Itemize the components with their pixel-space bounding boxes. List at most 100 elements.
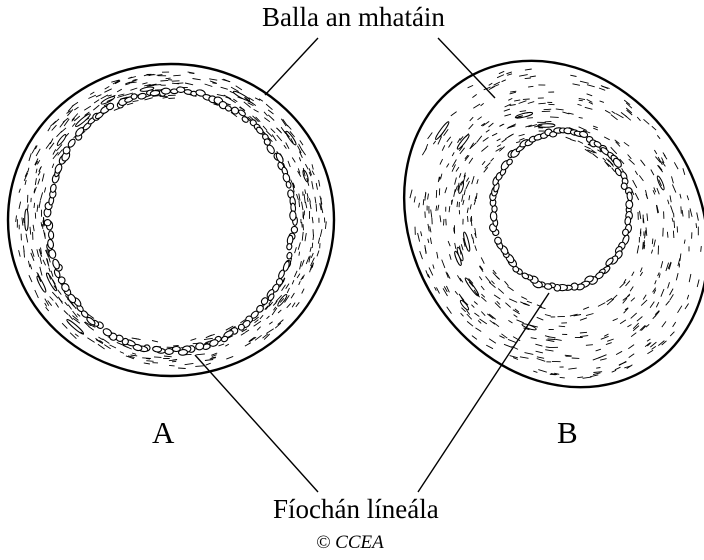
muscle-fibre-dash <box>209 79 217 80</box>
muscle-fibre-dash <box>580 336 588 337</box>
muscle-fibre-dash <box>625 115 631 120</box>
muscle-fibre-dash <box>467 314 472 319</box>
muscle-fibre-dash <box>593 372 602 373</box>
muscle-fibre-dash <box>87 338 94 343</box>
muscle-fibre-dash <box>428 224 429 231</box>
muscle-fibre-dash <box>607 339 614 341</box>
muscle-fibre-dash <box>305 233 306 241</box>
muscle-fibre-dash <box>670 332 674 336</box>
muscle-fibre-dash <box>519 134 525 136</box>
muscle-fibre-dash <box>475 245 477 250</box>
muscle-fibre-dash <box>505 303 510 308</box>
muscle-fibre-dash <box>52 125 57 130</box>
muscle-fibre-dash <box>643 242 644 250</box>
muscle-fibre-dash <box>671 206 674 214</box>
muscle-fibre-dash <box>489 123 494 127</box>
muscle-fibre-dash <box>33 225 34 231</box>
muscle-fibre-dash <box>236 86 242 90</box>
muscle-fibre-dash <box>120 352 124 354</box>
muscle-fibre-dash <box>449 206 450 212</box>
muscle-fibre-dash <box>673 231 674 238</box>
muscle-fibre-dash <box>477 136 482 143</box>
lining-cell <box>605 257 615 267</box>
muscle-fibre-dash <box>580 81 589 83</box>
muscle-fibre-dash <box>443 288 448 296</box>
muscle-fibre-dash <box>266 104 272 110</box>
muscle-fibre-dash <box>131 355 138 356</box>
muscle-fibre-dash <box>245 343 251 346</box>
muscle-nucleus <box>36 275 47 292</box>
muscle-fibre-dash <box>309 198 310 202</box>
muscle-fibre-dash <box>670 195 671 202</box>
muscle-fibre-dash <box>662 321 666 327</box>
muscle-fibre-dash <box>103 339 110 344</box>
muscle-fibre-dash <box>687 295 689 300</box>
muscle-fibre-dash <box>297 274 300 278</box>
muscle-fibre-dash <box>38 172 40 176</box>
muscle-fibre-dash <box>42 174 44 182</box>
muscle-fibre-dash <box>528 86 533 87</box>
muscle-fibre-dash <box>195 366 203 367</box>
muscle-fibre-dash <box>514 315 518 318</box>
leader-line-lining-b <box>418 293 549 492</box>
muscle-fibre-dash <box>196 354 205 355</box>
muscle-fibre-dash <box>667 232 668 238</box>
muscle-fibre-dash <box>489 83 493 85</box>
muscle-fibre-dash <box>497 301 500 304</box>
muscle-fibre-dash <box>472 94 476 97</box>
muscle-fibre-dash <box>277 135 282 141</box>
muscle-fibre-dash <box>451 112 457 116</box>
muscle-fibre-dash <box>447 137 451 142</box>
muscle-fibre-dash <box>530 76 536 77</box>
muscle-fibre-dash <box>254 109 259 112</box>
muscle-fibre-dash <box>471 305 474 308</box>
muscle-fibre-dash <box>28 168 29 173</box>
vessel-b-outer-wall <box>343 3 704 446</box>
muscle-fibre-dash <box>455 178 457 185</box>
muscle-fibre-dash <box>525 353 534 355</box>
muscle-fibre-dash <box>298 242 300 249</box>
muscle-fibre-dash <box>535 344 542 346</box>
muscle-fibre-dash <box>127 103 133 105</box>
muscle-fibre-dash <box>52 164 54 168</box>
muscle-fibre-dash <box>633 180 637 188</box>
muscle-fibre-dash <box>169 360 177 361</box>
muscle-fibre-dash <box>635 171 637 175</box>
lining-cell <box>291 226 298 233</box>
muscle-fibre-dash <box>292 303 295 308</box>
muscle-fibre-dash <box>593 373 600 375</box>
muscle-fibre-dash <box>696 223 697 228</box>
muscle-fibre-dash <box>620 282 626 288</box>
muscle-fibre-dash <box>49 268 50 272</box>
muscle-fibre-dash <box>670 289 674 296</box>
muscle-fibre-dash <box>490 320 495 324</box>
muscle-fibre-dash <box>548 339 556 340</box>
muscle-fibre-dash <box>486 345 493 349</box>
lining-cell <box>48 231 54 240</box>
muscle-fibre-dash <box>587 94 593 96</box>
muscle-fibre-dash <box>312 164 313 169</box>
muscle-fibre-dash <box>300 140 303 145</box>
lining-cell <box>54 163 63 174</box>
muscle-fibre-dash <box>616 114 624 118</box>
muscle-fibre-dash <box>311 253 313 258</box>
muscle-fibre-dash <box>316 204 317 212</box>
muscle-fibre-dash <box>613 319 618 321</box>
muscle-fibre-dash <box>39 201 40 208</box>
muscle-fibre-dash <box>264 112 268 116</box>
muscle-fibre-dash <box>164 356 172 357</box>
muscle-fibre-dash <box>533 371 537 372</box>
muscle-fibre-dash <box>550 117 559 118</box>
muscle-fibre-dash <box>418 233 420 242</box>
muscle-fibre-dash <box>570 75 576 76</box>
muscle-fibre-dash <box>604 137 610 140</box>
muscle-nucleus <box>25 209 29 231</box>
muscle-fibre-dash <box>657 188 659 194</box>
muscle-fibre-dash <box>433 141 435 144</box>
muscle-fibre-dash <box>302 260 305 267</box>
muscle-fibre-dash <box>598 303 605 307</box>
muscle-fibre-dash <box>40 267 42 276</box>
muscle-fibre-dash <box>273 302 276 305</box>
muscle-fibre-dash <box>245 330 249 333</box>
muscle-fibre-dash <box>538 103 545 104</box>
